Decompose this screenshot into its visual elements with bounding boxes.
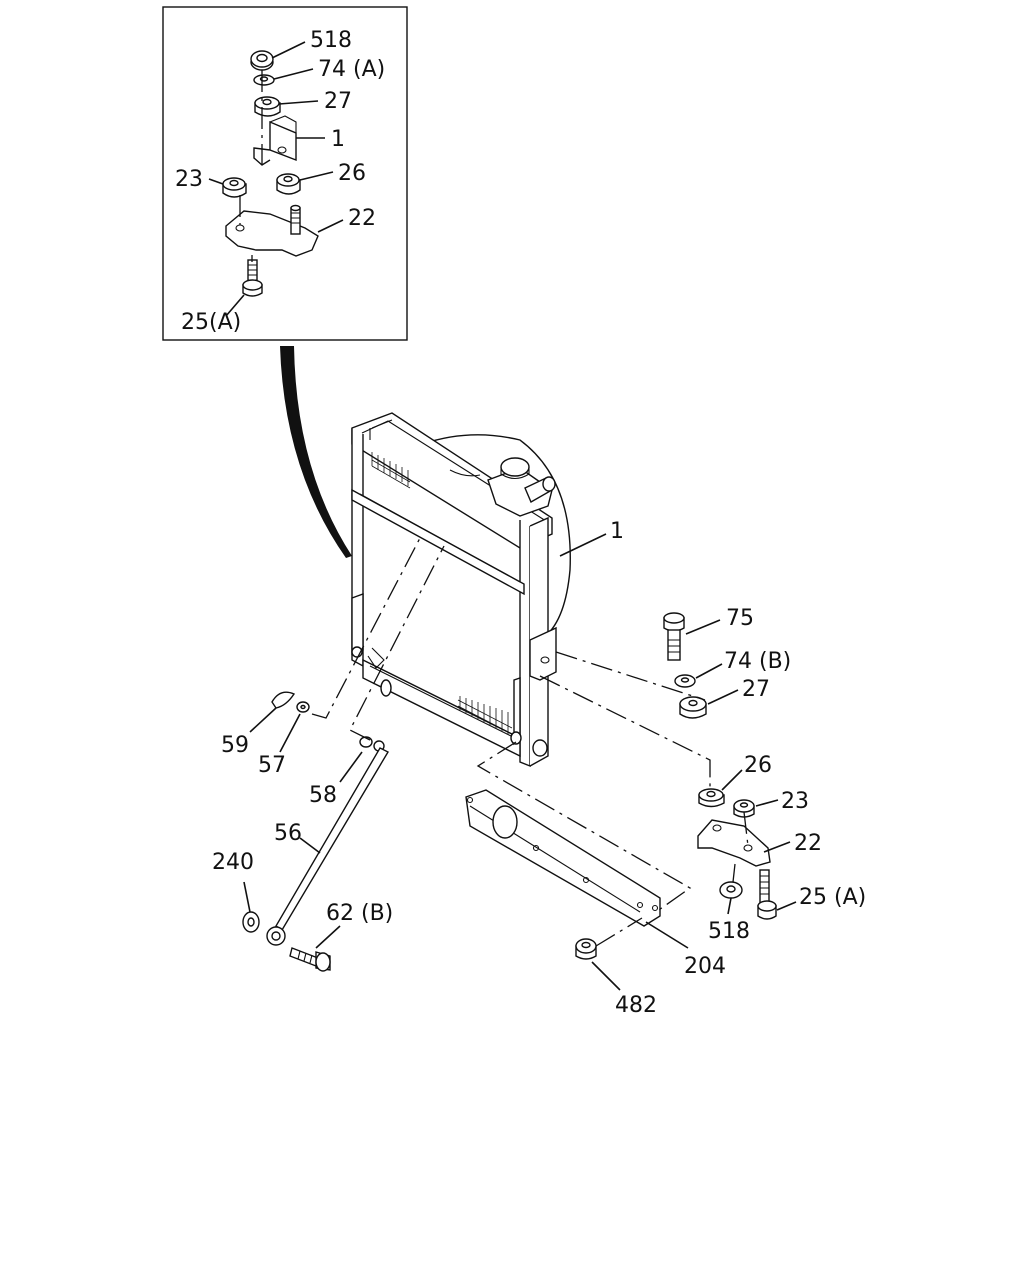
label-26-inset: 26 bbox=[338, 161, 366, 186]
clip-59 bbox=[271, 691, 296, 709]
label-518-inset: 518 bbox=[310, 28, 352, 53]
label-1-inset: 1 bbox=[331, 127, 345, 152]
bolt-62b bbox=[289, 947, 331, 972]
label-23-inset: 23 bbox=[175, 167, 203, 192]
bolt-75 bbox=[663, 612, 685, 661]
nut-23 bbox=[733, 799, 755, 818]
label-25a: 25 (A) bbox=[799, 885, 866, 910]
washer-518 bbox=[719, 881, 743, 899]
label-22-inset: 22 bbox=[348, 206, 376, 231]
inset-rubber-26 bbox=[276, 173, 301, 195]
bracket-22 bbox=[697, 819, 771, 867]
inset-washer-74a bbox=[253, 74, 275, 86]
nut-240 bbox=[242, 911, 260, 933]
label-75: 75 bbox=[726, 606, 754, 631]
inset-bracket-1 bbox=[253, 115, 297, 166]
label-25a-inset: 25(A) bbox=[181, 310, 241, 335]
inset-nut-518 bbox=[250, 50, 274, 71]
inset-bracket-22 bbox=[225, 204, 319, 257]
label-240: 240 bbox=[212, 850, 254, 875]
part-labels: 518 74 (A) 27 1 23 26 22 25(A) 1 75 74 (… bbox=[175, 28, 866, 1018]
lower-panel-204 bbox=[465, 789, 661, 927]
washer-57 bbox=[296, 701, 310, 713]
label-27: 27 bbox=[742, 677, 770, 702]
inset-bolt-25a bbox=[242, 259, 263, 297]
inset-detail bbox=[162, 6, 408, 341]
label-1-radiator: 1 bbox=[610, 519, 624, 544]
label-74a-inset: 74 (A) bbox=[318, 57, 385, 82]
label-57: 57 bbox=[258, 753, 286, 778]
label-27-inset: 27 bbox=[324, 89, 352, 114]
bolt-25a bbox=[757, 869, 777, 920]
label-204: 204 bbox=[684, 954, 726, 979]
label-26: 26 bbox=[744, 753, 772, 778]
label-56: 56 bbox=[274, 821, 302, 846]
stay-rod-56 bbox=[266, 747, 389, 946]
inset-connector-curve bbox=[280, 346, 352, 558]
label-22: 22 bbox=[794, 831, 822, 856]
label-62b: 62 (B) bbox=[326, 901, 393, 926]
label-482: 482 bbox=[615, 993, 657, 1018]
label-59: 59 bbox=[221, 733, 249, 758]
radiator-assembly bbox=[351, 412, 571, 768]
label-518: 518 bbox=[708, 919, 750, 944]
rubber-26 bbox=[698, 788, 725, 808]
inset-nut-23 bbox=[222, 177, 247, 198]
label-23: 23 bbox=[781, 789, 809, 814]
inset-rubber-27 bbox=[254, 96, 281, 117]
rubber-27 bbox=[679, 696, 707, 719]
nut-482 bbox=[575, 938, 597, 960]
label-58: 58 bbox=[309, 783, 337, 808]
washer-74b bbox=[674, 674, 696, 688]
label-74b: 74 (B) bbox=[724, 649, 791, 674]
